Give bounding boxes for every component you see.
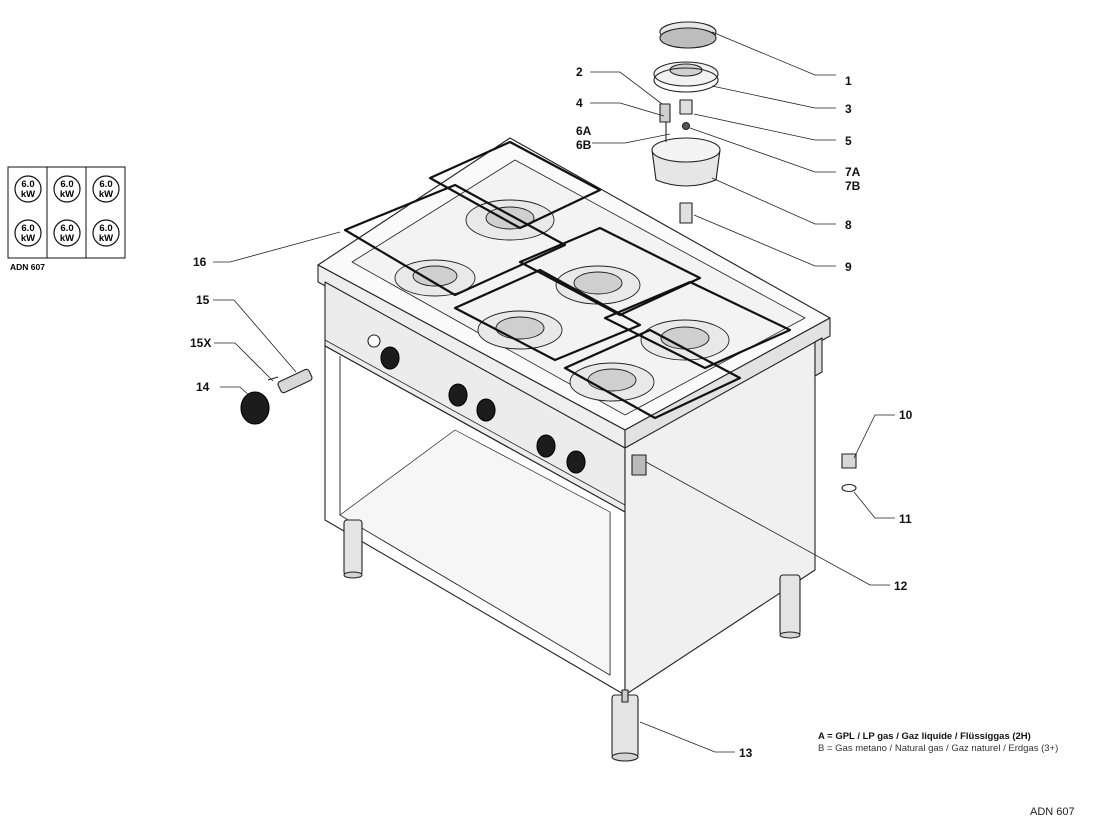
callout-11: 11: [899, 512, 912, 526]
callout-13: 13: [739, 746, 753, 760]
svg-text:kW: kW: [99, 189, 113, 200]
callout-12: 12: [894, 579, 908, 593]
callout-4: 4: [576, 96, 583, 110]
callout-6a: 6A: [576, 124, 592, 138]
legend-a: A = GPL / LP gas / Gaz liquide / Flüssig…: [818, 731, 1031, 742]
burner-power-cell: 6.0 kW: [92, 219, 120, 247]
callout-1: 1: [845, 74, 852, 88]
callout-leaders: [213, 31, 895, 753]
callout-5: 5: [845, 134, 852, 148]
svg-text:kW: kW: [21, 189, 35, 200]
burner-power-cell: 6.0 kW: [14, 175, 42, 203]
svg-text:kW: kW: [60, 233, 74, 244]
svg-text:kW: kW: [21, 233, 35, 244]
grid-model-label: ADN 607: [10, 262, 45, 272]
burner-power-cell: 6.0 kW: [53, 219, 81, 247]
svg-text:6.0: 6.0: [99, 223, 112, 234]
burner-power-grid: 6.0 kW 6.0 kW 6.0 kW 6.0 kW 6.0 kW 6.0 k…: [7, 166, 126, 272]
callout-9: 9: [845, 260, 852, 274]
burner-power-cell: 6.0 kW: [53, 175, 81, 203]
callout-10: 10: [899, 408, 913, 422]
callout-3: 3: [845, 102, 852, 116]
legend-b: B = Gas metano / Natural gas / Gaz natur…: [818, 743, 1059, 754]
callout-2: 2: [576, 65, 583, 79]
svg-text:6.0: 6.0: [60, 179, 73, 190]
svg-text:6.0: 6.0: [99, 179, 112, 190]
svg-text:6.0: 6.0: [60, 223, 73, 234]
callout-15: 15: [196, 293, 210, 307]
callout-14: 14: [196, 380, 210, 394]
callout-8: 8: [845, 218, 852, 232]
svg-text:kW: kW: [99, 233, 113, 244]
burner-power-cell: 6.0 kW: [14, 219, 42, 247]
callout-7a: 7A: [845, 165, 861, 179]
gas-range-drawing: [240, 21, 857, 762]
footer-model-label: ADN 607: [1030, 806, 1075, 818]
burner-power-cell: 6.0 kW: [92, 175, 120, 203]
callout-6b: 6B: [576, 138, 592, 152]
callout-7b: 7B: [845, 179, 861, 193]
svg-text:kW: kW: [60, 189, 74, 200]
svg-text:6.0: 6.0: [21, 223, 34, 234]
callout-15x: 15X: [190, 336, 211, 350]
callout-16: 16: [193, 255, 207, 269]
svg-text:6.0: 6.0: [21, 179, 34, 190]
callout-labels: 1 2 3 4 5 6A 6B 7A 7B 8 9 10 11 12 13 14…: [190, 65, 913, 760]
